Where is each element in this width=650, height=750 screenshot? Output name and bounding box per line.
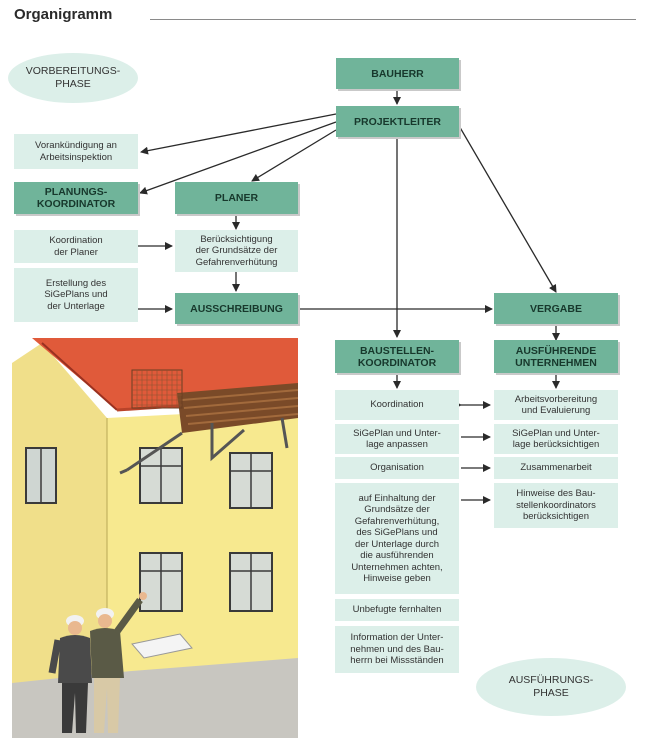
box-koordination-planer: Koordination der Planer [14, 230, 138, 263]
box-unbefugte: Unbefugte fernhalten [335, 599, 459, 621]
catch-platform [177, 383, 298, 433]
box-arbeitsvorbereitung: Arbeitsvorbereitung und Evaluierung [494, 390, 618, 420]
box-sigeplan-beruecksichtigen: SiGePlan und Unter- lage berücksichtigen [494, 424, 618, 454]
phase-execution-label: AUSFÜHRUNGS- PHASE [476, 658, 626, 716]
box-zusammenarbeit: Zusammenarbeit [494, 457, 618, 479]
box-koordination: Koordination [335, 390, 459, 420]
box-hinweise: Hinweise des Bau- stellenkoordinators be… [494, 483, 618, 528]
arrow-pl-vorankuendigung [140, 113, 337, 155]
box-vergabe: VERGABE [494, 293, 618, 324]
worker-figure [90, 592, 147, 733]
box-baustellenkoordinator: BAUSTELLEN- KOORDINATOR [335, 340, 459, 373]
gable-wall [12, 343, 107, 683]
worker-figure [48, 615, 92, 733]
box-erstellung: Erstellung des SiGePlans und der Unterla… [14, 268, 138, 322]
arrow-pl-vergabe [457, 123, 557, 293]
box-ausschreibung: AUSSCHREIBUNG [175, 293, 298, 324]
box-vorankuendigung: Vorankündigung an Arbeitsinspektion [14, 134, 138, 169]
box-ausfuehrende-unternehmen: AUSFÜHRENDE UNTERNEHMEN [494, 340, 618, 373]
box-einhaltung: auf Einhaltung der Grundsätze der Gefahr… [335, 483, 459, 594]
arrow-pl-planungskoordinator [139, 121, 337, 195]
box-planer: PLANER [175, 182, 298, 214]
plan-paper [131, 633, 193, 659]
arrow-pl-planer [251, 129, 337, 182]
box-beruecksichtigung: Berücksichtigung der Grundsätze der Gefa… [175, 230, 298, 272]
box-organisation: Organisation [335, 457, 459, 479]
box-sigeplan-anpassen: SiGePlan und Unter- lage anpassen [335, 424, 459, 454]
page-title: Organigramm [14, 6, 113, 23]
main-wall [107, 408, 298, 673]
box-projektleiter: PROJEKTLEITER [336, 106, 459, 137]
phase-preparation-label: VORBEREITUNGS- PHASE [8, 53, 138, 103]
box-bauherr: BAUHERR [336, 58, 459, 89]
title-rule [150, 19, 636, 20]
brackets [119, 417, 289, 475]
box-information: Information der Unter- nehmen und des Ba… [335, 626, 459, 673]
building-illustration [12, 338, 298, 738]
box-planungskoordinator: PLANUNGS- KOORDINATOR [14, 182, 138, 214]
